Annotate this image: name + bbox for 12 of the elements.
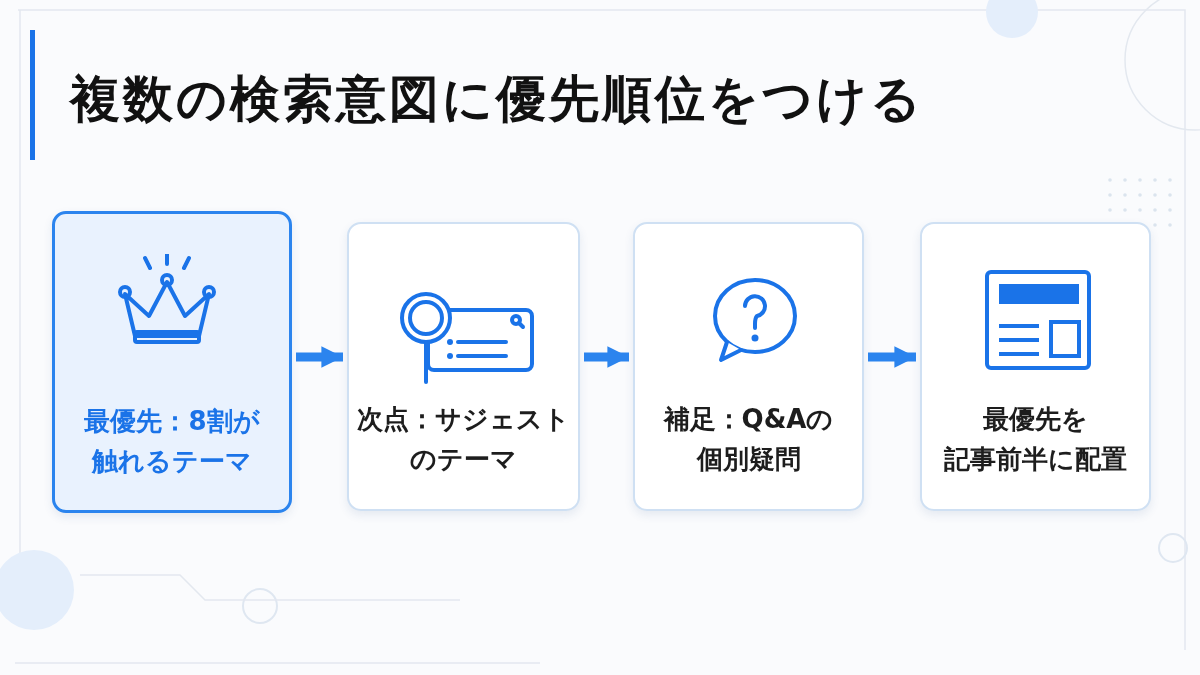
arrow — [584, 346, 629, 368]
step-label: 最優先を記事前半に配置 — [943, 402, 1128, 476]
title: 複数の検索意図に優先順位をつける — [70, 69, 924, 130]
arrow — [868, 346, 916, 368]
step-label: 補足：Q&Aの個別疑問 — [662, 402, 835, 476]
step-label: 最優先：8割が触れるテーマ — [83, 405, 261, 478]
arrow — [296, 346, 343, 368]
step-card — [347, 222, 580, 511]
step-label: 次点：サジェストのテーマ — [356, 402, 571, 476]
step-card — [52, 211, 292, 513]
step-card — [633, 222, 864, 511]
step-card — [920, 222, 1151, 511]
